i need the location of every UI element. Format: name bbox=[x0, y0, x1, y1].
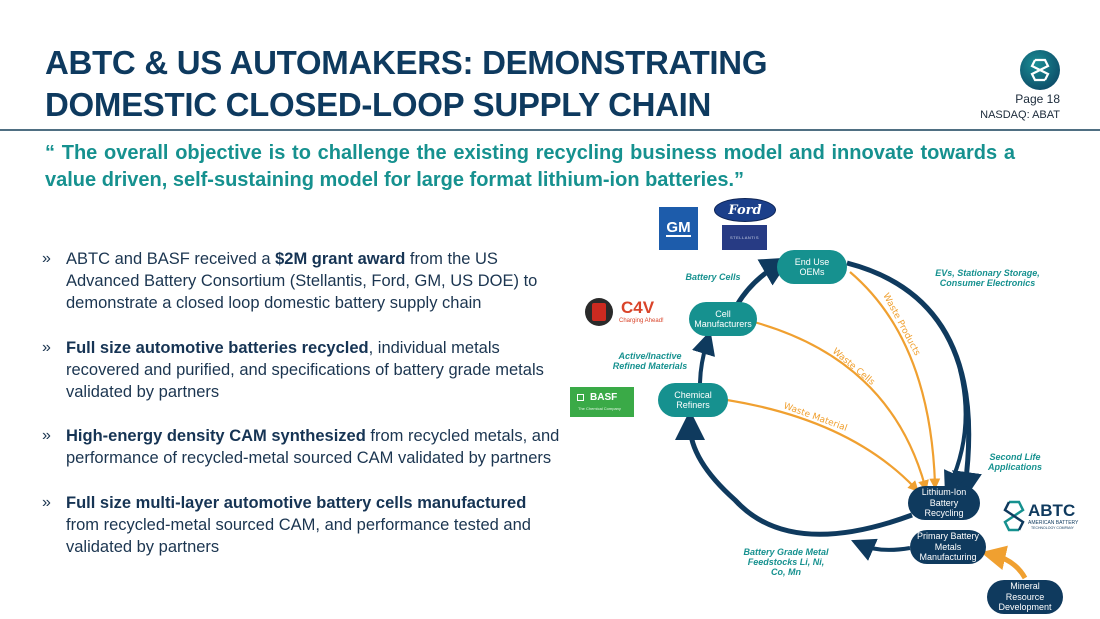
abtc-mark-icon bbox=[1003, 500, 1025, 532]
label-active-inactive: Active/Inactive Refined Materials bbox=[612, 351, 688, 371]
gm-logo: GM bbox=[659, 207, 698, 250]
abtc-logo: ABTC AMERICAN BATTERY TECHNOLOGY COMPANY bbox=[1003, 500, 1093, 534]
page-title: ABTC & US AUTOMAKERS: DEMONSTRATING DOME… bbox=[45, 42, 768, 126]
arrow-refiners-to-cells bbox=[692, 330, 715, 386]
arrow-waste-products bbox=[849, 271, 941, 490]
label-battery-cells: Battery Cells bbox=[685, 272, 741, 282]
node-cell-manufacturers: Cell Manufacturers bbox=[689, 302, 757, 336]
header-divider bbox=[0, 129, 1100, 131]
bullet-item: » Full size automotive batteries recycle… bbox=[42, 337, 562, 404]
arrow-second-life bbox=[944, 369, 968, 496]
label-evs: EVs, Stationary Storage, Consumer Electr… bbox=[935, 268, 1040, 288]
page-number: Page 18 bbox=[1015, 92, 1060, 106]
company-logo-icon bbox=[1020, 50, 1060, 90]
waste-products-label: Waste Products bbox=[880, 292, 922, 358]
node-mineral-resource: Mineral Resource Development bbox=[987, 580, 1063, 614]
title-line-2: DOMESTIC CLOSED-LOOP SUPPLY CHAIN bbox=[45, 86, 712, 123]
waste-material-label: Waste Material bbox=[782, 401, 848, 433]
waste-cells-label: Waste Cells bbox=[830, 347, 876, 388]
title-line-1: ABTC & US AUTOMAKERS: DEMONSTRATING bbox=[45, 44, 768, 81]
arrow-cells-to-oems bbox=[734, 257, 791, 307]
bullet-marker: » bbox=[42, 338, 51, 356]
node-primary-metals: Primary Battery Metals Manufacturing bbox=[910, 530, 986, 564]
label-feedstocks: Battery Grade Metal Feedstocks Li, Ni, C… bbox=[743, 547, 829, 577]
c4v-battery-icon bbox=[585, 298, 613, 326]
bullet-marker: » bbox=[42, 427, 51, 445]
bullet-text: Full size multi-layer automotive battery… bbox=[66, 493, 531, 557]
bullet-list: » ABTC and BASF received a $2M grant awa… bbox=[42, 248, 562, 580]
arrow-waste-material bbox=[726, 398, 919, 492]
bullet-item: » High-energy density CAM synthesized fr… bbox=[42, 425, 562, 469]
ticker-label: NASDAQ: ABAT bbox=[980, 109, 1060, 121]
arrow-recycling-to-refiners bbox=[675, 410, 913, 537]
bullet-text: High-energy density CAM synthesized from… bbox=[66, 427, 560, 468]
stellantis-logo: STELLANTIS bbox=[722, 225, 767, 250]
bullet-marker: » bbox=[42, 493, 51, 511]
arrow-waste-cells bbox=[753, 320, 929, 492]
bullet-text: Full size automotive batteries recycled,… bbox=[66, 338, 544, 402]
ford-logo: Ford bbox=[714, 198, 776, 222]
arrow-mineral-to-primary bbox=[980, 545, 1028, 580]
objective-quote: “ The overall objective is to challenge … bbox=[45, 142, 1015, 191]
label-second-life: Second Life Applications bbox=[987, 452, 1042, 472]
c4v-logo: C4V Charging Ahead! bbox=[585, 298, 665, 328]
basf-logo: BASF The Chemical Company bbox=[570, 387, 634, 417]
node-chemical-refiners: Chemical Refiners bbox=[658, 383, 728, 417]
arrow-oems-to-recycling bbox=[846, 260, 982, 502]
arrow-primary-to-feedstock bbox=[851, 538, 911, 561]
bullet-item: » ABTC and BASF received a $2M grant awa… bbox=[42, 248, 562, 315]
bullet-item: » Full size multi-layer automotive batte… bbox=[42, 492, 562, 559]
node-end-use-oems: End Use OEMs bbox=[777, 250, 847, 284]
node-li-ion-recycling: Lithium-Ion Battery Recycling bbox=[908, 486, 980, 520]
bullet-marker: » bbox=[42, 250, 51, 267]
bullet-text: ABTC and BASF received a $2M grant award… bbox=[66, 250, 538, 313]
